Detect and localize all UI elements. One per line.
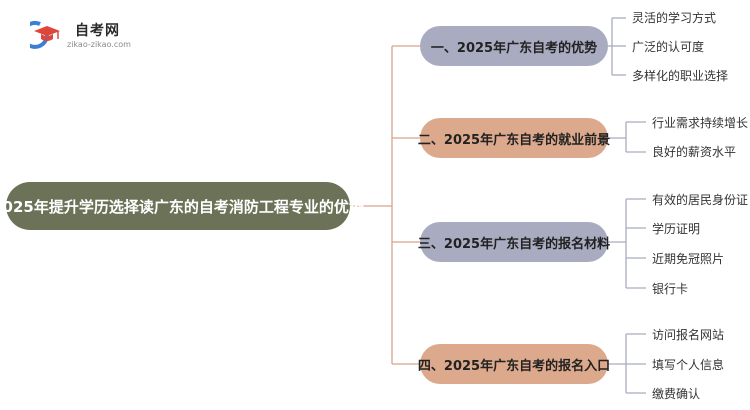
site-logo: 自考网 zikao-zikao.com	[30, 18, 140, 52]
root-node: 2025年提升学历选择读广东的自考消防工程专业的优势	[0, 182, 364, 230]
logo-name: 自考网	[75, 23, 120, 39]
branch-node-entry: 四、2025年广东自考的报名入口	[418, 344, 610, 384]
leaf-node: 广泛的认可度	[632, 40, 705, 54]
logo-url: zikao-zikao.com	[67, 40, 131, 49]
leaf-node: 多样化的职业选择	[632, 69, 729, 83]
leaf-node: 缴费确认	[652, 387, 701, 401]
leaf-node: 银行卡	[652, 282, 689, 296]
leaf-node: 灵活的学习方式	[632, 11, 717, 25]
leaf-node: 良好的薪资水平	[652, 145, 737, 159]
leaf-node: 填写个人信息	[652, 358, 725, 372]
branch-node-advantages: 一、2025年广东自考的优势	[420, 26, 608, 66]
leaf-node: 学历证明	[652, 222, 701, 236]
leaf-node: 访问报名网站	[652, 328, 725, 342]
branch-node-materials: 三、2025年广东自考的报名材料	[418, 222, 610, 262]
branch-node-employment: 二、2025年广东自考的就业前景	[418, 118, 610, 158]
leaf-node: 行业需求持续增长	[652, 116, 749, 130]
leaf-node: 有效的居民身份证	[652, 193, 749, 207]
graduation-cap-icon	[30, 20, 60, 49]
leaf-node: 近期免冠照片	[652, 252, 725, 266]
